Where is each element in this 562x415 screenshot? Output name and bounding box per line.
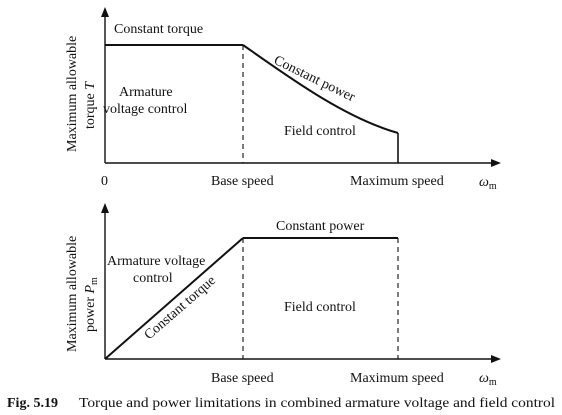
caption-text: Torque and power limitations in combined…	[79, 396, 555, 411]
bottom-x-tick-max-speed: Maximum speed	[350, 371, 444, 386]
top-label-armature-line2: voltage control	[103, 102, 187, 117]
top-constant-power-curve	[242, 44, 399, 134]
top-y-label-line1: Maximum allowable	[65, 36, 80, 152]
bottom-x-axis-label: ωm	[479, 371, 497, 388]
figure-caption: Fig. 5.19 Torque and power limitations i…	[7, 396, 555, 411]
bottom-graph: Maximum allowable power Pm Constant powe…	[65, 203, 501, 388]
top-y-label-line2: torque T	[83, 81, 98, 129]
top-x-tick-max-speed: Maximum speed	[350, 174, 444, 189]
caption-number: Fig. 5.19	[7, 396, 58, 411]
bottom-y-axis-arrow	[101, 203, 109, 213]
top-label-armature-line1: Armature	[119, 85, 173, 100]
bottom-label-field-control: Field control	[284, 300, 356, 315]
bottom-label-armature-line2: control	[133, 271, 173, 286]
bottom-y-label-line2: power Pm	[83, 277, 100, 332]
top-label-field-control: Field control	[284, 124, 356, 139]
top-label-constant-power: Constant power	[271, 53, 357, 105]
bottom-label-constant-power: Constant power	[276, 219, 365, 234]
bottom-x-axis-arrow	[491, 355, 501, 363]
top-x-axis-label: ωm	[479, 175, 497, 192]
top-graph: Maximum allowable torque T Constant torq…	[65, 7, 501, 192]
bottom-x-tick-base-speed: Base speed	[211, 371, 274, 386]
top-origin-label: 0	[101, 174, 108, 189]
top-label-constant-torque: Constant torque	[114, 22, 203, 37]
bottom-constant-torque-ramp	[104, 237, 244, 360]
bottom-y-label-line1: Maximum allowable	[65, 236, 80, 352]
top-y-axis-arrow	[101, 7, 109, 17]
top-x-tick-base-speed: Base speed	[211, 174, 274, 189]
bottom-label-armature-line1: Armature voltage	[107, 254, 205, 269]
top-x-axis-arrow	[491, 159, 501, 167]
